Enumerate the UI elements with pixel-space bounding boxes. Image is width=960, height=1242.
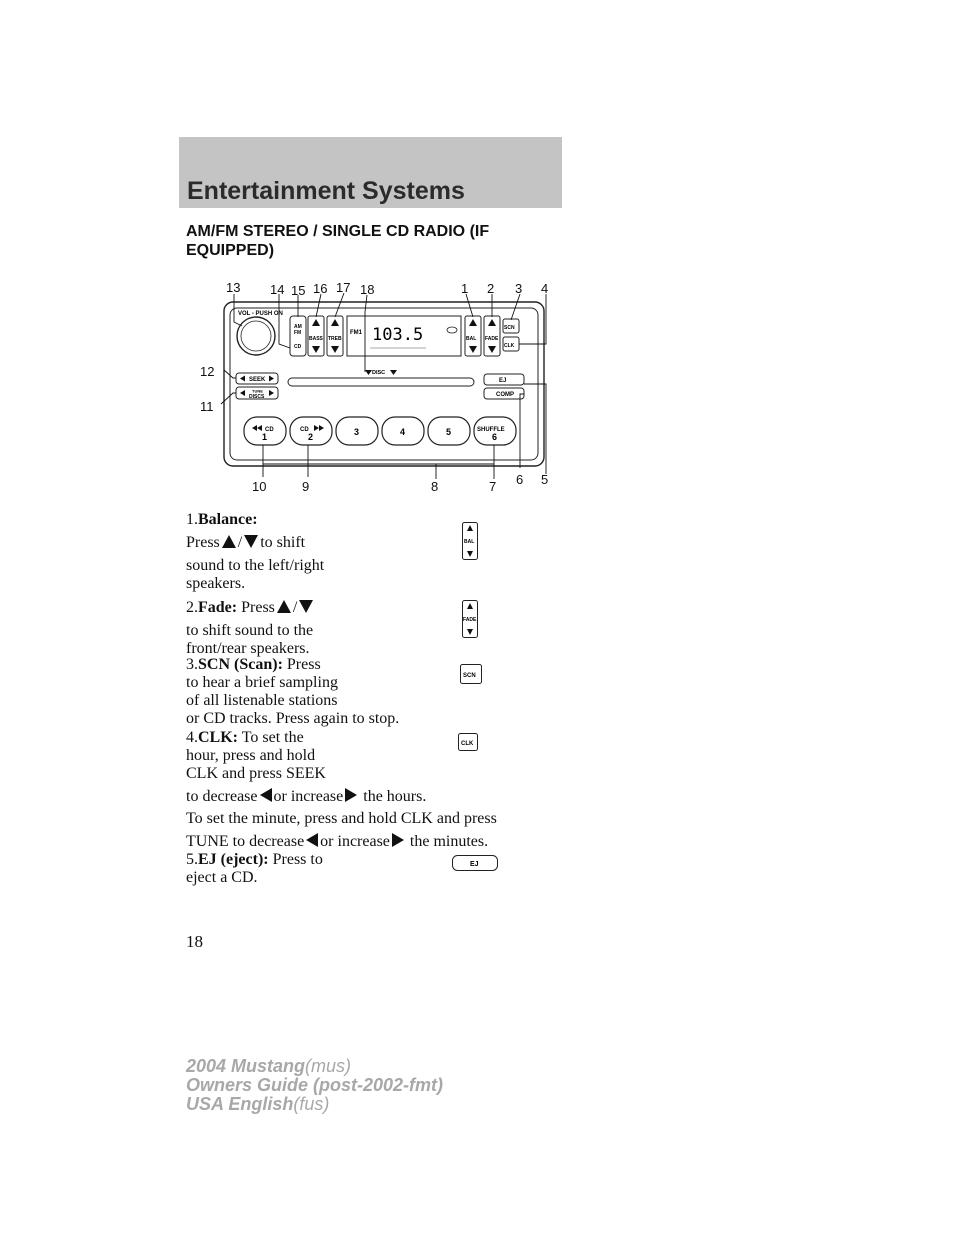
svg-text:8: 8: [431, 479, 438, 494]
minute-paragraph: To set the minute, press and hold CLK an…: [186, 810, 497, 850]
svg-text:TREB: TREB: [328, 336, 342, 342]
page-number: 18: [186, 932, 203, 951]
up-arrow-icon: [221, 535, 236, 548]
svg-text:BAL: BAL: [466, 336, 476, 342]
svg-text:TUNE: TUNE: [252, 389, 263, 394]
item-balance: 1.Balance: Press/to shift sound to the l…: [186, 511, 325, 592]
svg-text:5: 5: [541, 472, 548, 487]
left-arrow-icon: [306, 833, 319, 847]
svg-text:9: 9: [302, 479, 309, 494]
svg-text:BASS: BASS: [309, 336, 324, 342]
volume-knob: [236, 316, 276, 356]
radio-diagram: VOL - PUSH ON AM FM CD BASS TREB FM1 103…: [200, 280, 548, 494]
svg-text:FADE: FADE: [463, 617, 477, 623]
svg-text:10: 10: [252, 479, 266, 494]
scn-button-icon: SCN: [460, 664, 482, 684]
svg-text:6: 6: [492, 432, 497, 442]
preset-buttons: CD CD SHUFFLE 1 2 3 4 5 6: [243, 416, 517, 446]
svg-text:SCN: SCN: [463, 673, 476, 679]
item-eject: 5.EJ (eject): Press to eject a CD.: [186, 851, 323, 886]
item-scan: 3.SCN (Scan): Press to hear a brief samp…: [186, 656, 400, 727]
item-clk: 4.CLK: To set the hour, press and hold C…: [186, 729, 427, 805]
svg-text:FM: FM: [294, 330, 301, 336]
svg-text:DISC: DISC: [372, 370, 385, 376]
svg-text:CD: CD: [265, 427, 274, 433]
svg-text:6: 6: [516, 472, 523, 487]
svg-text:3: 3: [354, 427, 359, 437]
display-window: [346, 315, 462, 357]
svg-text:1: 1: [262, 432, 267, 442]
svg-text:CLK: CLK: [461, 741, 474, 747]
svg-text:FADE: FADE: [485, 336, 499, 342]
fade-button-icon: FADE: [462, 600, 478, 638]
svg-text:1: 1: [461, 281, 468, 296]
svg-text:CD: CD: [300, 427, 309, 433]
svg-text:16: 16: [313, 281, 327, 296]
svg-text:CLK: CLK: [504, 343, 515, 349]
svg-text:3: 3: [515, 281, 522, 296]
right-arrow-icon: [345, 788, 358, 802]
svg-text:14: 14: [270, 282, 284, 297]
footer-line-3: USA English(fus): [186, 1094, 330, 1114]
callout-numbers: 13 14 15 16 17 18 1 2 3 4 12 11 5 6 7 8 …: [200, 280, 548, 494]
left-arrow-icon: [259, 788, 272, 802]
footer-line-2: Owners Guide (post-2002-fmt): [186, 1075, 444, 1095]
svg-text:SHUFFLE: SHUFFLE: [477, 427, 505, 433]
svg-text:7: 7: [489, 479, 496, 494]
footer-line-1: 2004 Mustang(mus): [186, 1056, 352, 1076]
svg-text:BAL: BAL: [464, 539, 474, 545]
svg-text:SCN: SCN: [504, 325, 515, 331]
bal-button-icon: BAL: [462, 522, 478, 560]
cd-slot: [287, 377, 475, 387]
svg-text:EJ: EJ: [470, 861, 479, 868]
svg-text:COMP: COMP: [496, 392, 514, 398]
svg-text:13: 13: [226, 280, 240, 295]
ej-button-icon: EJ: [452, 855, 498, 871]
svg-text:FM1: FM1: [350, 330, 363, 336]
section-title: AM/FM STEREO / SINGLE CD RADIO (IF EQUIP…: [186, 223, 490, 259]
svg-text:4: 4: [400, 427, 405, 437]
header-band: [179, 137, 562, 208]
svg-text:DISCS: DISCS: [249, 394, 265, 400]
svg-text:SEEK: SEEK: [249, 377, 266, 383]
svg-text:17: 17: [336, 280, 350, 295]
svg-text:CD: CD: [294, 344, 302, 350]
svg-text:2: 2: [487, 281, 494, 296]
svg-text:4: 4: [541, 281, 548, 296]
svg-text:EJ: EJ: [499, 378, 506, 384]
clk-button-icon: CLK: [458, 733, 478, 751]
frequency-display: 103.5: [372, 325, 423, 345]
svg-text:15: 15: [291, 283, 305, 298]
item-fade: 2.Fade: Press/ to shift sound to the fro…: [186, 599, 314, 657]
svg-text:5: 5: [446, 427, 451, 437]
svg-text:11: 11: [200, 399, 214, 414]
svg-text:18: 18: [360, 282, 374, 297]
right-arrow-icon: [391, 833, 404, 847]
page-header-title: Entertainment Systems: [187, 177, 465, 205]
vol-label: VOL - PUSH ON: [238, 311, 283, 317]
svg-text:12: 12: [200, 364, 214, 379]
down-arrow-icon: [299, 600, 314, 613]
up-arrow-icon: [276, 600, 291, 613]
down-arrow-icon: [244, 535, 259, 548]
svg-text:AM: AM: [294, 324, 302, 330]
svg-text:2: 2: [308, 432, 313, 442]
